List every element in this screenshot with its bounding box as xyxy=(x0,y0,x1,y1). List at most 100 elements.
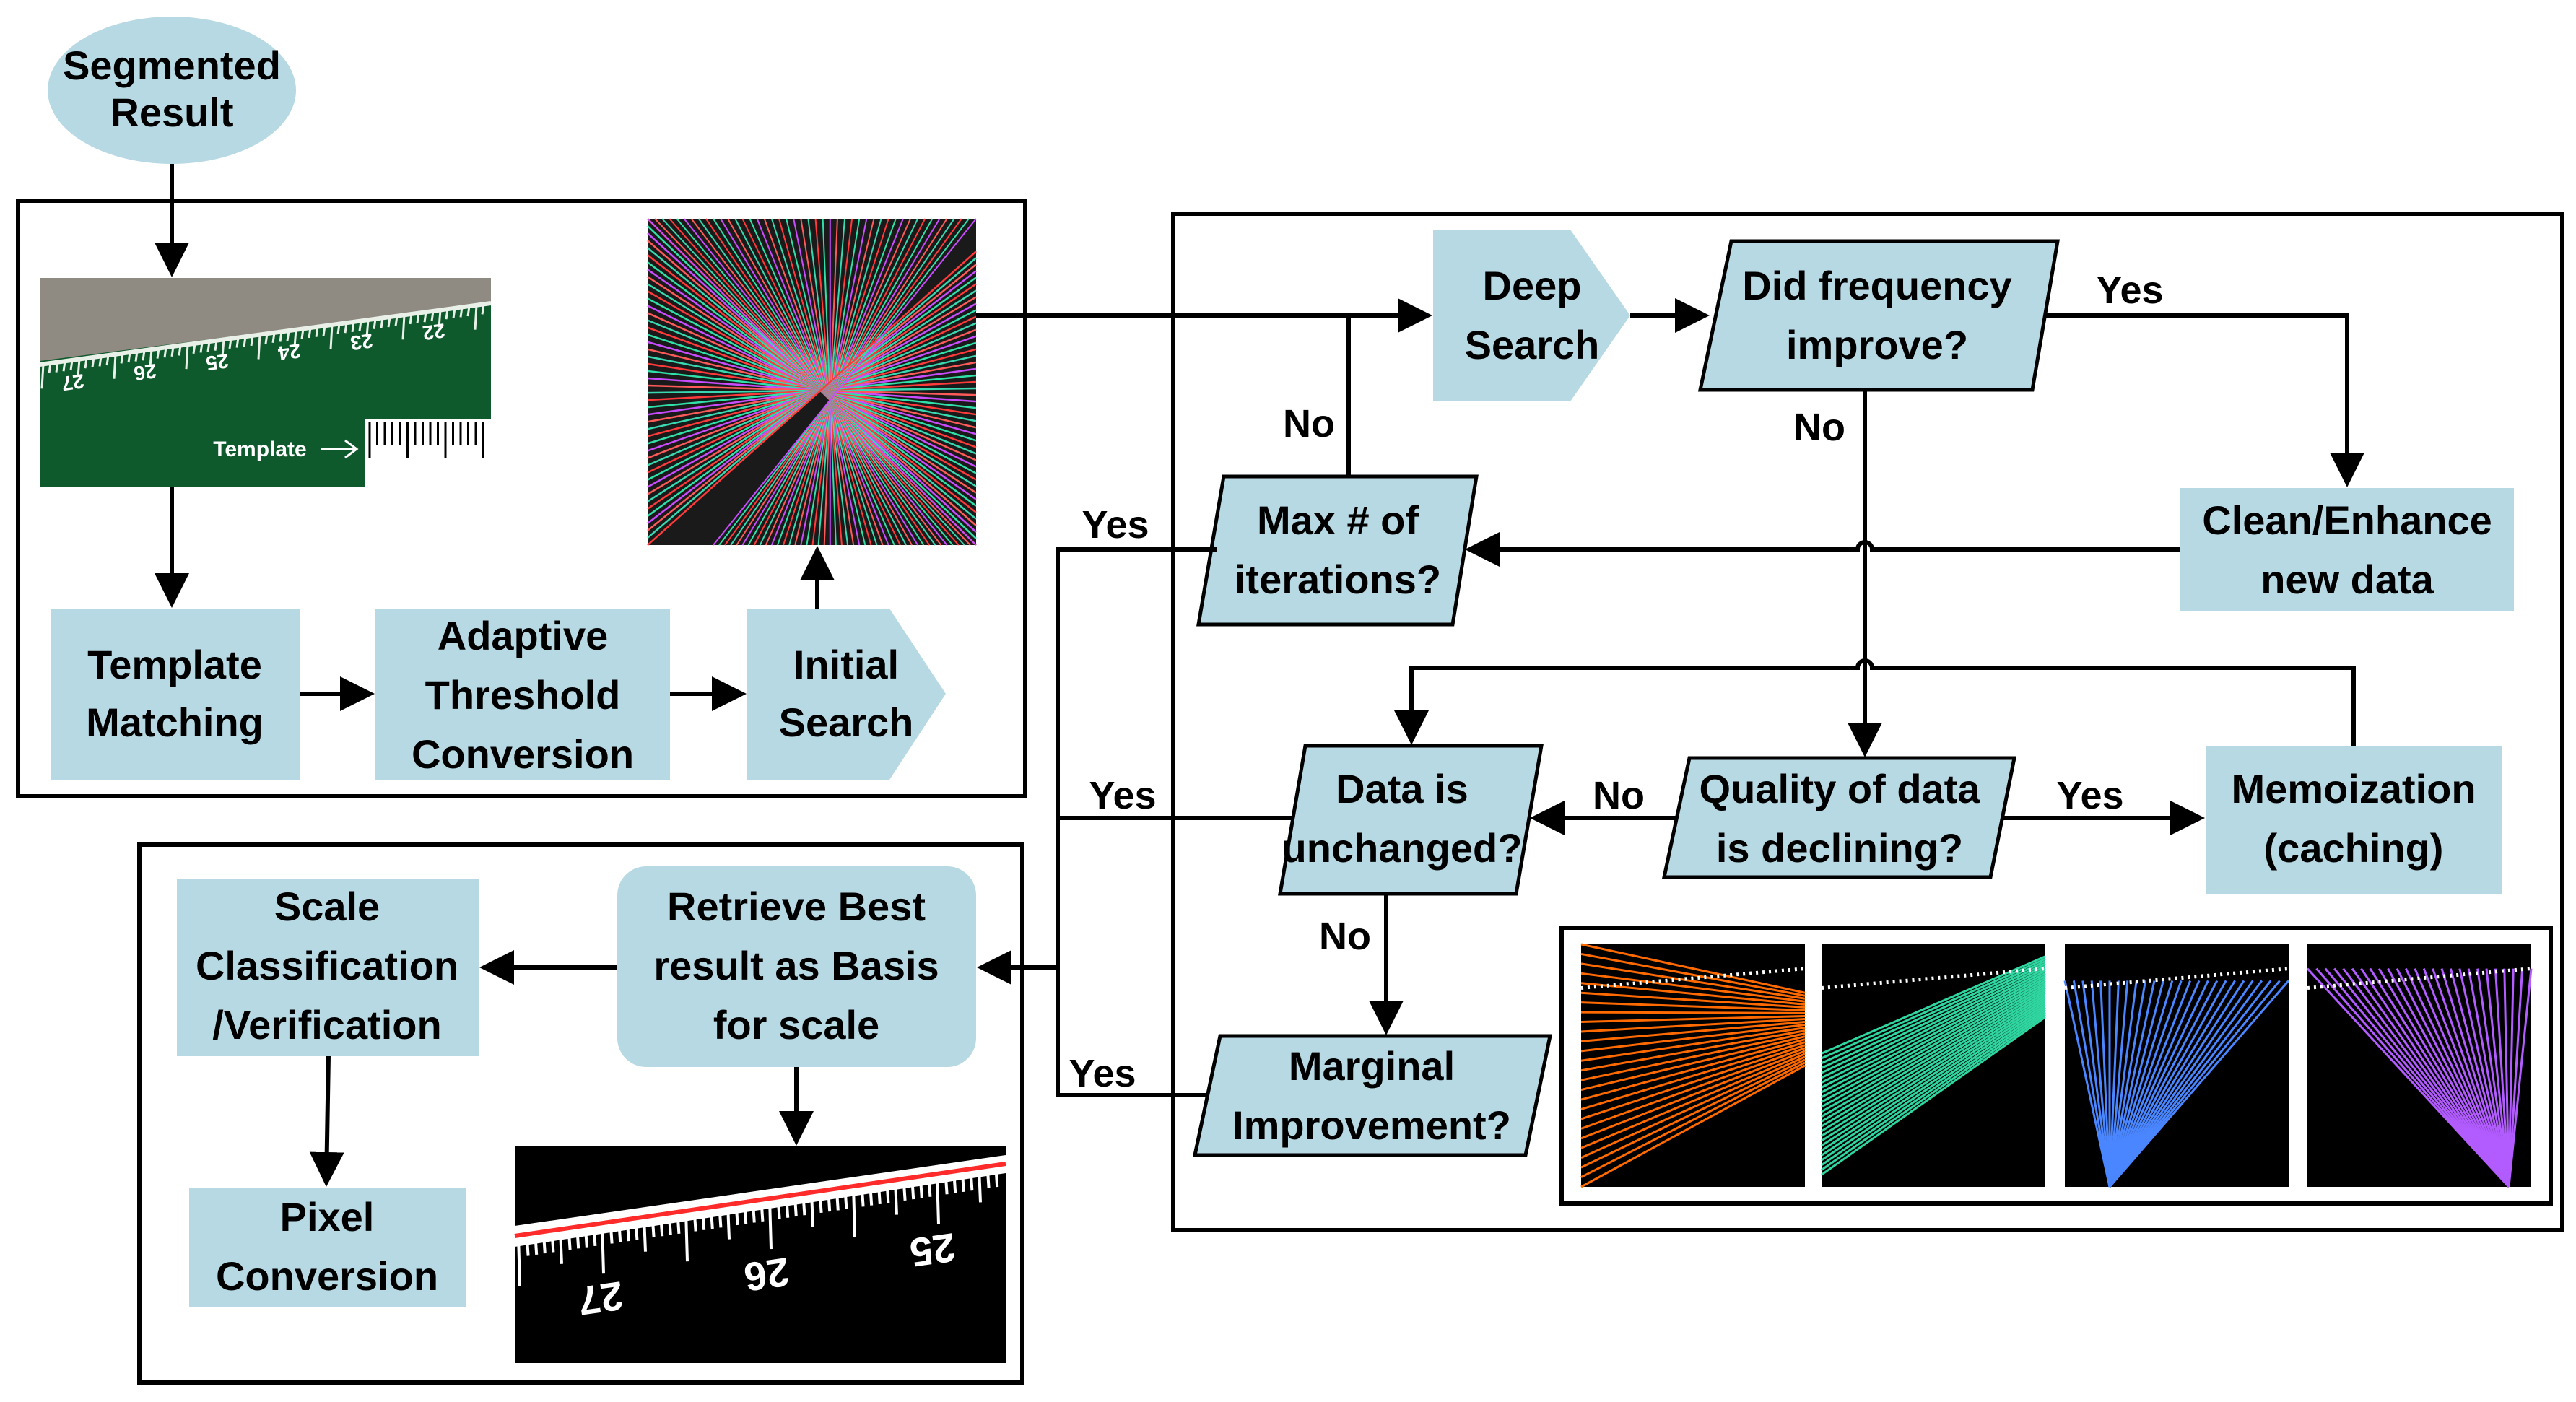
svg-text:Conversion: Conversion xyxy=(216,1253,438,1299)
scale-classification-node: Scale Classification /Verification xyxy=(177,879,479,1056)
label-yes-unchanged: Yes xyxy=(1089,774,1156,817)
result-tick xyxy=(902,1178,907,1201)
ruler-tick xyxy=(257,334,261,360)
result-tick xyxy=(534,1232,539,1255)
svg-text:26: 26 xyxy=(741,1249,792,1300)
ruler-tick xyxy=(459,307,464,318)
thumbnail-line xyxy=(1821,991,2046,1128)
thumbnail-line xyxy=(1821,972,2046,1089)
ruler-tick xyxy=(300,328,305,339)
ruler-tick xyxy=(344,322,348,334)
search-line xyxy=(713,218,977,546)
thumbnail-line xyxy=(1821,1003,2046,1151)
thumbnail-line xyxy=(1580,982,1806,1006)
thumbnail-line xyxy=(2440,968,2510,1188)
svg-text:iterations?: iterations? xyxy=(1235,557,1441,602)
ruler-tick xyxy=(235,337,240,348)
result-tick xyxy=(760,1199,765,1222)
result-tick xyxy=(709,1206,714,1229)
result-tick xyxy=(801,1193,806,1216)
label-yes-marginal: Yes xyxy=(1069,1052,1136,1095)
thumbnail-ruler xyxy=(2307,967,2532,990)
thumbnail-line xyxy=(2108,980,2263,1188)
svg-text:Deep: Deep xyxy=(1483,263,1582,308)
ruler-tick xyxy=(77,359,81,377)
thumbnail-line xyxy=(1821,970,2046,1084)
ruler-tick xyxy=(409,313,413,325)
edge-labels: Yes No No Yes Yes No Yes No Yes xyxy=(1069,269,2163,1095)
result-tick xyxy=(876,1182,882,1205)
result-tick xyxy=(994,1164,999,1188)
ruler-tick xyxy=(387,316,391,328)
result-tick xyxy=(525,1234,530,1256)
thumbnail-line xyxy=(2108,980,2281,1188)
thumbnail-ruler xyxy=(1821,967,2046,990)
thumbnail-line xyxy=(2485,968,2510,1188)
ruler-tick xyxy=(315,326,319,337)
thumbnail-line xyxy=(1821,965,2046,1074)
ruler-tick xyxy=(279,331,283,342)
ruler-numbers: 27 26 25 24 23 22 xyxy=(60,319,446,395)
thumbnail-line xyxy=(1580,1027,1806,1062)
svg-text:Did frequency: Did frequency xyxy=(1742,263,2011,308)
ruler-tick xyxy=(336,323,341,334)
ruler-tick xyxy=(358,321,362,331)
result-tick xyxy=(751,1201,756,1223)
ruler-photo: 27 26 25 24 23 22 Template xyxy=(39,278,492,487)
thumbnail-line xyxy=(2494,968,2510,1188)
thumbnail-line xyxy=(2405,967,2510,1188)
svg-text:result as Basis: result as Basis xyxy=(653,943,939,988)
thumbnail-line xyxy=(1580,1035,1806,1092)
marginal-improvement-node: Marginal Improvement? xyxy=(1192,1034,1553,1157)
thumbnail-line xyxy=(2108,980,2183,1188)
result-tick xyxy=(944,1172,949,1195)
search-loop-frame xyxy=(1171,212,2564,1232)
svg-text:Template: Template xyxy=(87,642,262,687)
ruler-tick xyxy=(401,315,406,340)
thumbnail-line xyxy=(2108,980,2236,1188)
thumbnail-ruler xyxy=(1580,967,1806,990)
result-tick xyxy=(793,1194,798,1217)
thumbnail-4 xyxy=(2306,944,2533,1188)
ruler-tick xyxy=(91,357,95,368)
ruler-tick xyxy=(308,327,312,339)
result-tick xyxy=(550,1230,555,1253)
ruler-tick xyxy=(250,335,254,347)
arrow-clean-to-max xyxy=(1465,532,2180,567)
did-frequency-improve-node: Did frequency improve? xyxy=(1697,239,2060,392)
ruler-tick xyxy=(373,318,377,329)
thumbnail-line xyxy=(1821,1009,2046,1162)
thumbnail-line xyxy=(2507,968,2515,1188)
ruler-tick xyxy=(243,336,247,347)
result-tick xyxy=(885,1181,890,1203)
thumbnail-line xyxy=(1821,1006,2046,1157)
ruler-tick xyxy=(351,321,355,333)
arrow-memo-to-unchanged xyxy=(1394,658,2356,746)
thumbnail-line xyxy=(2449,968,2510,1188)
result-tick xyxy=(952,1171,957,1193)
arrow-scale-to-pixel xyxy=(309,1055,344,1187)
thumbnail-line xyxy=(1821,989,2046,1123)
thumbnail-line xyxy=(2324,967,2510,1188)
ruler-tick xyxy=(293,329,297,347)
label-no-quality: No xyxy=(1593,774,1645,817)
thumbnail-line xyxy=(1580,943,1806,994)
ruler-tick xyxy=(438,310,442,328)
svg-text:26: 26 xyxy=(132,360,157,385)
thumbnail-line xyxy=(1580,991,1806,1009)
svg-text:Memoization: Memoization xyxy=(2231,766,2476,811)
ruler-tick xyxy=(199,342,204,353)
adaptive-threshold-node: Adaptive Threshold Conversion xyxy=(375,609,670,780)
thumbnail-line xyxy=(2108,980,2201,1188)
ruler-tick xyxy=(214,340,218,351)
ruler-tick xyxy=(452,308,456,319)
result-tick xyxy=(718,1206,723,1228)
result-tick xyxy=(567,1227,572,1250)
thumbnail-line xyxy=(1580,1064,1806,1188)
svg-text:new data: new data xyxy=(2260,557,2434,602)
result-tick xyxy=(583,1225,588,1248)
thumbnail-line xyxy=(2432,968,2510,1188)
ruler-tick xyxy=(48,362,52,374)
thumbnail-line xyxy=(2108,980,2120,1188)
